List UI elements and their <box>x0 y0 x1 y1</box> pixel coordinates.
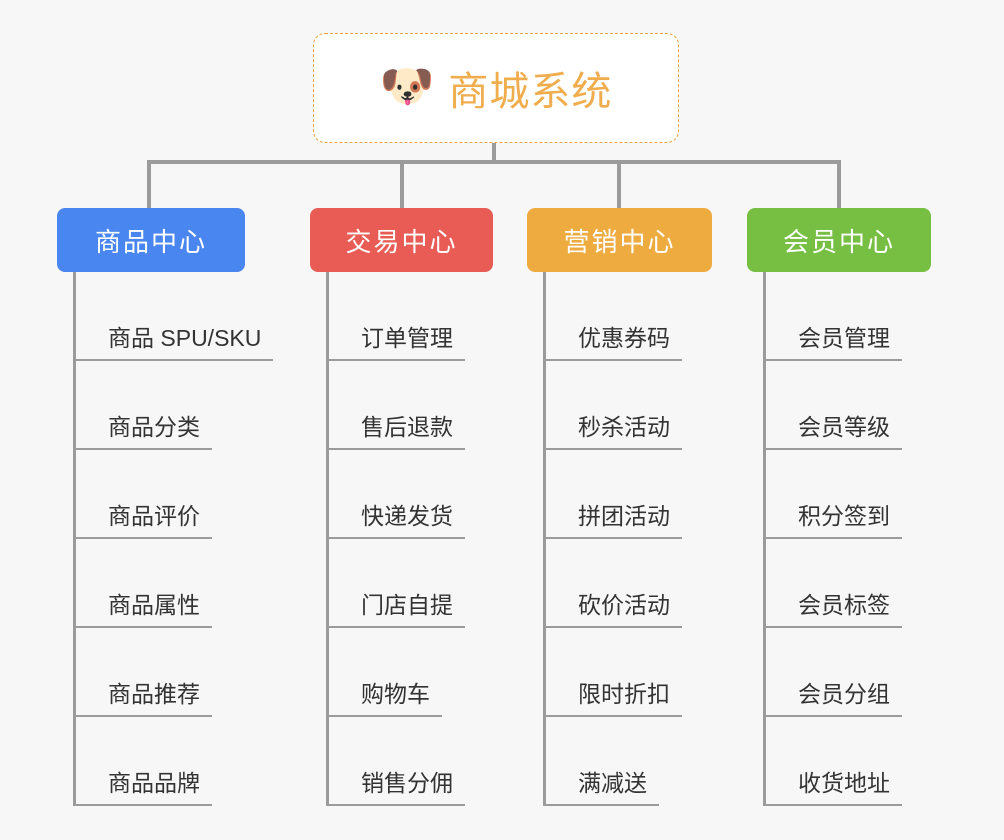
leaf-item-label: 商品品牌 <box>76 770 212 806</box>
dog-face-icon: 🐶 <box>379 62 435 111</box>
leaf-item[interactable]: 会员分组 <box>766 628 931 717</box>
leaf-item-label: 砍价活动 <box>546 592 682 628</box>
category-header-label: 交易中心 <box>345 226 458 257</box>
leaf-item-label: 快递发货 <box>329 503 465 539</box>
leaf-item-label: 订单管理 <box>329 325 465 361</box>
category-header-label: 会员中心 <box>782 226 895 257</box>
column-trade-center: 交易中心订单管理售后退款快递发货门店自提购物车销售分佣 <box>310 208 493 806</box>
leaf-item-label: 拼团活动 <box>546 503 682 539</box>
category-header-label: 商品中心 <box>94 226 207 257</box>
connector-root-stem <box>492 143 496 163</box>
leaf-item[interactable]: 满减送 <box>546 717 712 806</box>
category-header-product-center[interactable]: 商品中心 <box>57 208 245 272</box>
column-member-center: 会员中心会员管理会员等级积分签到会员标签会员分组收货地址 <box>747 208 931 806</box>
leaf-item-label: 收货地址 <box>766 770 902 806</box>
leaf-item-label: 商品推荐 <box>76 681 212 717</box>
leaf-item[interactable]: 限时折扣 <box>546 628 712 717</box>
leaf-item-label: 销售分佣 <box>329 770 465 806</box>
leaf-item[interactable]: 销售分佣 <box>329 717 493 806</box>
category-header-label: 营销中心 <box>563 226 676 257</box>
leaf-item[interactable]: 积分签到 <box>766 450 931 539</box>
connector-drop-member-center <box>837 160 841 208</box>
leaf-item[interactable]: 售后退款 <box>329 361 493 450</box>
root-node-shop-system[interactable]: 🐶 商城系统 <box>313 33 679 143</box>
column-product-center: 商品中心商品 SPU/SKU 商品分类商品评价商品属性商品推荐商品品牌 <box>57 208 274 806</box>
root-node-title: 商城系统 <box>448 70 613 114</box>
leaf-item[interactable]: 门店自提 <box>329 539 493 628</box>
leaf-list-product-center: 商品 SPU/SKU 商品分类商品评价商品属性商品推荐商品品牌 <box>73 272 274 806</box>
leaf-item-label: 商品评价 <box>76 503 212 539</box>
leaf-item[interactable]: 快递发货 <box>329 450 493 539</box>
leaf-item-label: 售后退款 <box>329 414 465 450</box>
leaf-item-label: 会员管理 <box>766 325 902 361</box>
leaf-item-label: 限时折扣 <box>546 681 682 717</box>
leaf-item[interactable]: 商品 SPU/SKU <box>76 272 274 361</box>
connector-drop-marketing-center <box>617 160 621 208</box>
leaf-item[interactable]: 优惠券码 <box>546 272 712 361</box>
category-header-marketing-center[interactable]: 营销中心 <box>527 208 712 272</box>
leaf-item[interactable]: 会员管理 <box>766 272 931 361</box>
leaf-item-label: 购物车 <box>329 681 442 717</box>
leaf-list-trade-center: 订单管理售后退款快递发货门店自提购物车销售分佣 <box>326 272 493 806</box>
leaf-item[interactable]: 拼团活动 <box>546 450 712 539</box>
connector-drop-trade-center <box>400 160 404 208</box>
leaf-list-marketing-center: 优惠券码秒杀活动拼团活动砍价活动限时折扣满减送 <box>543 272 712 806</box>
leaf-item[interactable]: 商品评价 <box>76 450 245 539</box>
leaf-item-label: 商品分类 <box>76 414 212 450</box>
leaf-item[interactable]: 收货地址 <box>766 717 931 806</box>
leaf-item[interactable]: 秒杀活动 <box>546 361 712 450</box>
leaf-item-label: 商品属性 <box>76 592 212 628</box>
category-header-trade-center[interactable]: 交易中心 <box>310 208 493 272</box>
leaf-item[interactable]: 购物车 <box>329 628 493 717</box>
category-header-member-center[interactable]: 会员中心 <box>747 208 931 272</box>
leaf-item-label: 门店自提 <box>329 592 465 628</box>
connector-horizontal-bus <box>150 160 838 164</box>
connector-drop-product-center <box>147 160 151 208</box>
leaf-item-label: 会员等级 <box>766 414 902 450</box>
leaf-item[interactable]: 订单管理 <box>329 272 493 361</box>
leaf-item[interactable]: 商品推荐 <box>76 628 245 717</box>
leaf-item-label: 商品 SPU/SKU <box>76 325 274 361</box>
leaf-item[interactable]: 会员标签 <box>766 539 931 628</box>
leaf-item-label: 优惠券码 <box>546 325 682 361</box>
leaf-item[interactable]: 商品分类 <box>76 361 245 450</box>
leaf-item[interactable]: 商品属性 <box>76 539 245 628</box>
leaf-item-label: 秒杀活动 <box>546 414 682 450</box>
column-marketing-center: 营销中心优惠券码秒杀活动拼团活动砍价活动限时折扣满减送 <box>527 208 712 806</box>
leaf-item-label: 会员分组 <box>766 681 902 717</box>
leaf-list-member-center: 会员管理会员等级积分签到会员标签会员分组收货地址 <box>763 272 931 806</box>
leaf-item[interactable]: 砍价活动 <box>546 539 712 628</box>
leaf-item-label: 满减送 <box>546 770 659 806</box>
leaf-item[interactable]: 商品品牌 <box>76 717 245 806</box>
leaf-item-label: 会员标签 <box>766 592 902 628</box>
leaf-item[interactable]: 会员等级 <box>766 361 931 450</box>
leaf-item-label: 积分签到 <box>766 503 902 539</box>
